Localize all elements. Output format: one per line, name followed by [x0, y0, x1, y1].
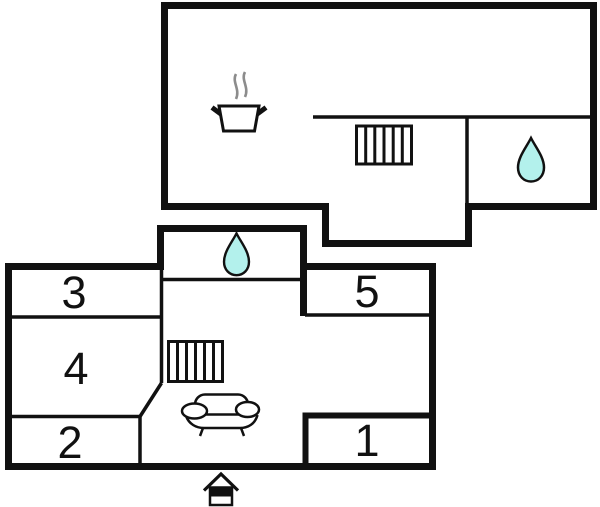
lower-floor-plan: 3 4 2 5 1	[5, 225, 436, 507]
room-label-5: 5	[354, 266, 379, 317]
entrance-house-band	[210, 487, 232, 497]
entrance-house-roof	[202, 471, 240, 492]
sofa-legs	[198, 427, 246, 437]
sofa-icon	[180, 393, 261, 437]
water-drop-icon	[516, 135, 546, 183]
room-label-4: 4	[63, 343, 88, 394]
room-label-2: 2	[57, 417, 82, 468]
radiator-icon	[167, 340, 224, 383]
steam-line	[233, 73, 239, 100]
water-drop-icon	[222, 230, 251, 277]
sofa-body	[184, 414, 259, 430]
sofa-armrest-right	[234, 400, 261, 419]
upper-floor-plan	[161, 2, 597, 247]
radiator-slats	[176, 341, 215, 382]
stove-icon	[210, 71, 268, 133]
sofa-armrest-left	[180, 402, 209, 420]
radiator-icon	[355, 124, 413, 166]
entrance-icon	[202, 471, 240, 507]
room1-walls	[302, 412, 431, 464]
radiator-slats	[364, 126, 404, 164]
room-label-3: 3	[61, 267, 86, 318]
hall-diagonal-wall	[138, 382, 163, 418]
steam-line	[242, 71, 248, 98]
room-label-1: 1	[354, 415, 379, 466]
pot-body	[217, 104, 261, 133]
